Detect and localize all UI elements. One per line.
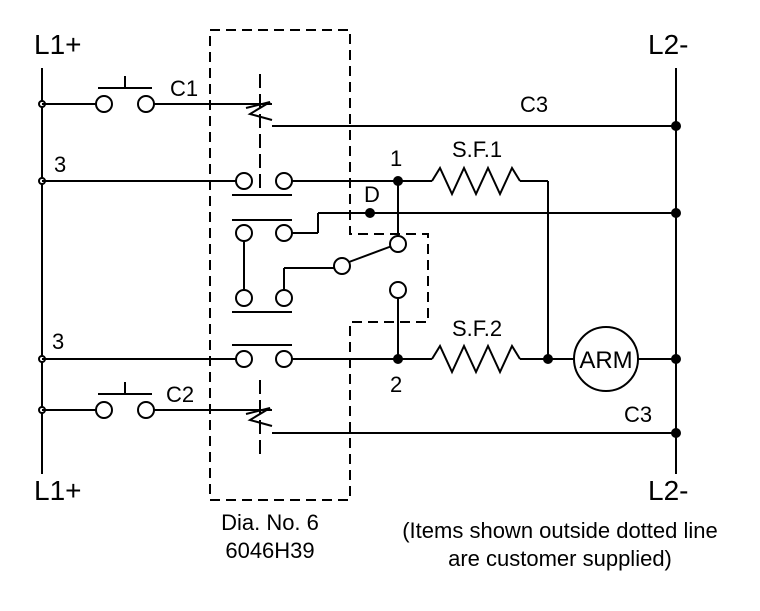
contact-terminal: [275, 350, 293, 368]
contact-terminal: [95, 95, 113, 113]
node-d-label: D: [364, 182, 380, 207]
rail-l2-label-bottom: L2-: [648, 475, 688, 506]
contact-terminal: [95, 401, 113, 419]
junction: [671, 354, 681, 364]
switch-pivot: [333, 257, 351, 275]
switch-blade: [348, 245, 393, 263]
note-line-1: (Items shown outside dotted line: [402, 518, 718, 543]
contact-terminal: [235, 289, 253, 307]
resistor-sf2-label: S.F.2: [452, 316, 502, 341]
contact-terminal: [137, 401, 155, 419]
contact-terminal: [275, 172, 293, 190]
contact-c1-label: C1: [170, 76, 198, 101]
note-line-2: are customer supplied): [448, 546, 672, 571]
armature-label: ARM: [579, 347, 632, 374]
dotted-enclosure: [209, 29, 429, 501]
junction: [671, 121, 681, 131]
wire-number-upper: 3: [54, 152, 66, 177]
node-2-label: 2: [390, 372, 402, 397]
rail-l1-label: L1+: [34, 29, 82, 60]
contact-terminal: [275, 289, 293, 307]
contact-c3-top-label: C3: [520, 92, 548, 117]
node-d-dot: [365, 208, 375, 218]
contact-terminal: [275, 224, 293, 242]
contact-terminal: [235, 172, 253, 190]
node-1-label: 1: [390, 146, 402, 171]
rail-l1-label-bottom: L1+: [34, 475, 82, 506]
diagram-number: Dia. No. 6: [221, 510, 319, 535]
contact-terminal: [137, 95, 155, 113]
contact-c2-label: C2: [166, 382, 194, 407]
contact-terminal: [235, 350, 253, 368]
junction: [543, 354, 553, 364]
contact-c3-bottom-label: C3: [624, 402, 652, 427]
junction: [671, 428, 681, 438]
diagram-part-number: 6046H39: [225, 538, 314, 563]
resistor-sf2: [431, 343, 521, 375]
junction: [671, 208, 681, 218]
switch-contact-lower: [389, 281, 407, 299]
resistor-sf1: [431, 165, 521, 197]
contact-terminal: [235, 224, 253, 242]
rail-l2-label: L2-: [648, 29, 688, 60]
resistor-sf1-label: S.F.1: [452, 137, 502, 162]
node-2-dot: [393, 354, 403, 364]
switch-contact-upper: [389, 235, 407, 253]
wire-number-lower: 3: [52, 329, 64, 354]
